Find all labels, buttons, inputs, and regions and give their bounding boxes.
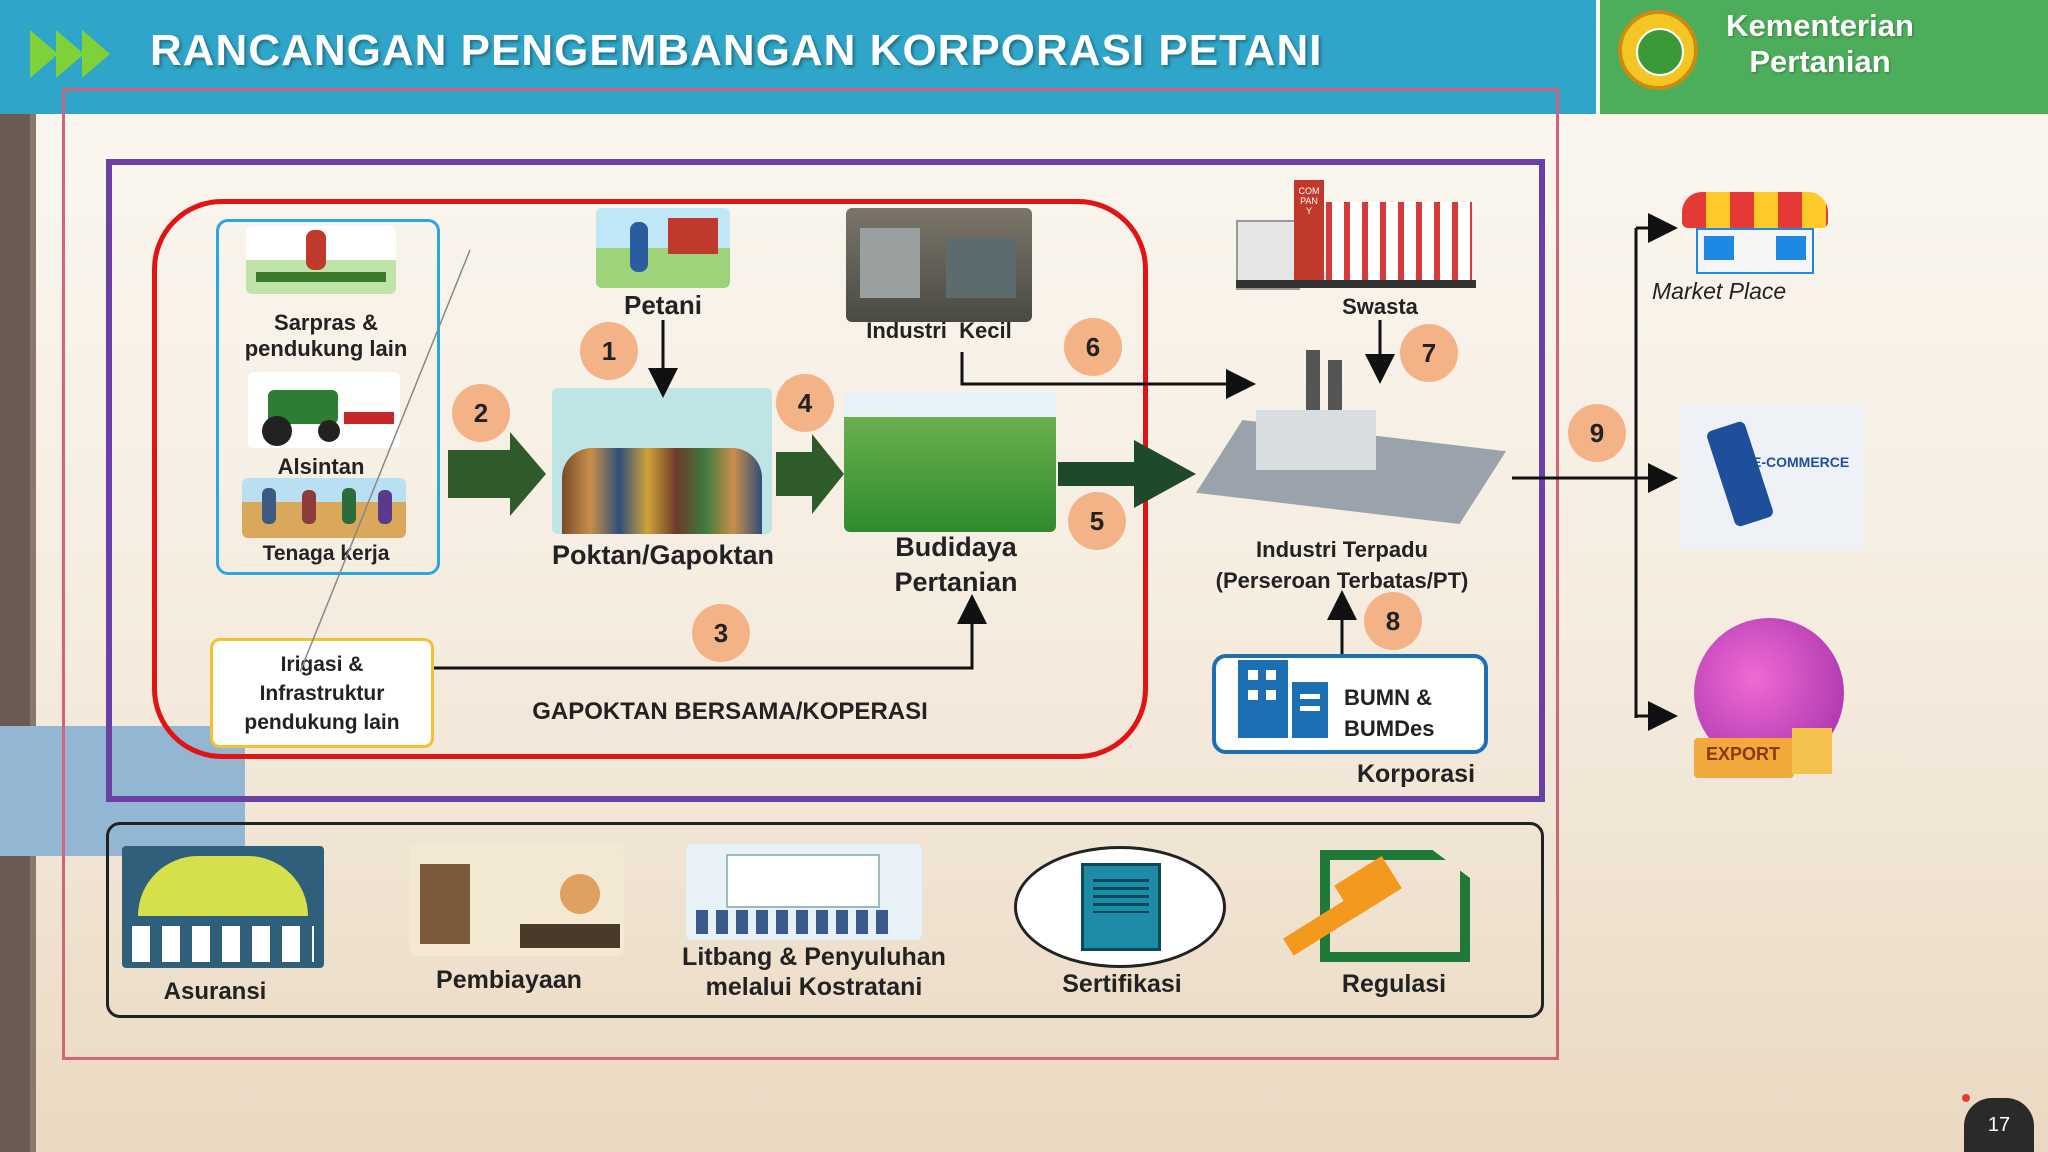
ecommerce-image: E-COMMERCE	[1680, 404, 1864, 550]
market-place-icon	[1682, 192, 1828, 276]
building-icon	[1238, 660, 1330, 738]
swasta-label: Swasta	[1342, 294, 1418, 319]
industri-kecil-label: Industri Kecil	[866, 318, 1012, 343]
sarpras-label: Sarpras & pendukung lain	[244, 310, 408, 361]
petani-label: Petani	[623, 290, 703, 320]
connector-line	[299, 249, 471, 673]
inputs-box	[216, 219, 440, 575]
step-badge: 9	[1568, 404, 1626, 462]
litbang-image	[686, 844, 922, 940]
step-badge: 8	[1364, 592, 1422, 650]
alsintan-label: Alsintan	[277, 454, 365, 479]
industri-terpadu-image	[1196, 350, 1506, 526]
workers-image	[242, 478, 406, 538]
step-badge: 4	[776, 374, 834, 432]
ecommerce-text: E-COMMERCE	[1752, 454, 1850, 470]
step-badge: 5	[1068, 492, 1126, 550]
step-badge: 1	[580, 322, 638, 380]
pembiayaan-label: Pembiayaan	[436, 966, 582, 994]
arrow-poktan-budidaya	[776, 434, 844, 514]
left-decor-bar	[30, 114, 36, 1152]
step-badge: 2	[452, 384, 510, 442]
market-place-label: Market Place	[1652, 278, 1787, 304]
export-text: EXPORT	[1706, 744, 1781, 764]
korporasi-frame	[106, 159, 1545, 802]
company-building-image: COMPANY	[1236, 180, 1476, 290]
arrow-budidaya-industri	[1058, 440, 1196, 508]
step-badge: 6	[1064, 318, 1122, 376]
chevron-icon	[56, 30, 84, 78]
chevron-icon	[82, 30, 110, 78]
arrow-industri-kecil	[960, 352, 1256, 399]
certificate-icon	[1014, 846, 1226, 968]
arrow-irigasi-budidaya	[434, 594, 987, 670]
page-number: 17	[1964, 1098, 2034, 1152]
outer-frame	[62, 88, 1559, 1060]
industri-kecil-image	[846, 208, 1032, 322]
ministry-logo	[1618, 10, 1698, 90]
regulation-gavel-icon	[1280, 846, 1476, 964]
poktan-image	[552, 388, 772, 534]
pembiayaan-image	[410, 844, 624, 956]
korporasi-label: Korporasi	[1356, 760, 1476, 788]
left-decor-bar	[0, 114, 30, 1152]
sertifikasi-label: Sertifikasi	[1062, 970, 1182, 998]
company-sign: COMPANY	[1298, 186, 1320, 216]
export-image: EXPORT	[1672, 608, 1882, 788]
support-box	[106, 822, 1544, 1018]
tenaga-kerja-label: Tenaga kerja	[262, 542, 390, 565]
sarpras-image	[246, 226, 396, 294]
bumn-label: BUMN &BUMDes	[1344, 685, 1435, 741]
chevron-icon	[30, 30, 58, 78]
irigasi-box	[210, 638, 434, 748]
step-badge: 7	[1400, 324, 1458, 382]
header-bar	[0, 0, 1596, 114]
budidaya-image	[844, 392, 1056, 532]
page-title: RANCANGAN PENGEMBANGAN KORPORASI PETANI	[150, 26, 1323, 75]
arrow-inputs-poktan	[448, 432, 546, 516]
gapoktan-bersama-label: GAPOKTAN BERSAMA/KOPERASI	[532, 698, 928, 725]
poktan-label: Poktan/Gapoktan	[551, 540, 775, 570]
asuransi-label: Asuransi	[163, 978, 267, 1005]
petani-image	[596, 208, 730, 288]
regulasi-label: Regulasi	[1341, 970, 1447, 998]
tractor-image	[248, 372, 400, 448]
insurance-umbrella-icon	[122, 846, 324, 968]
red-dot	[1962, 1094, 1970, 1102]
industri-terpadu-label: Industri Terpadu(Perseroan Terbatas/PT)	[1215, 537, 1469, 593]
step-badge: 3	[692, 604, 750, 662]
